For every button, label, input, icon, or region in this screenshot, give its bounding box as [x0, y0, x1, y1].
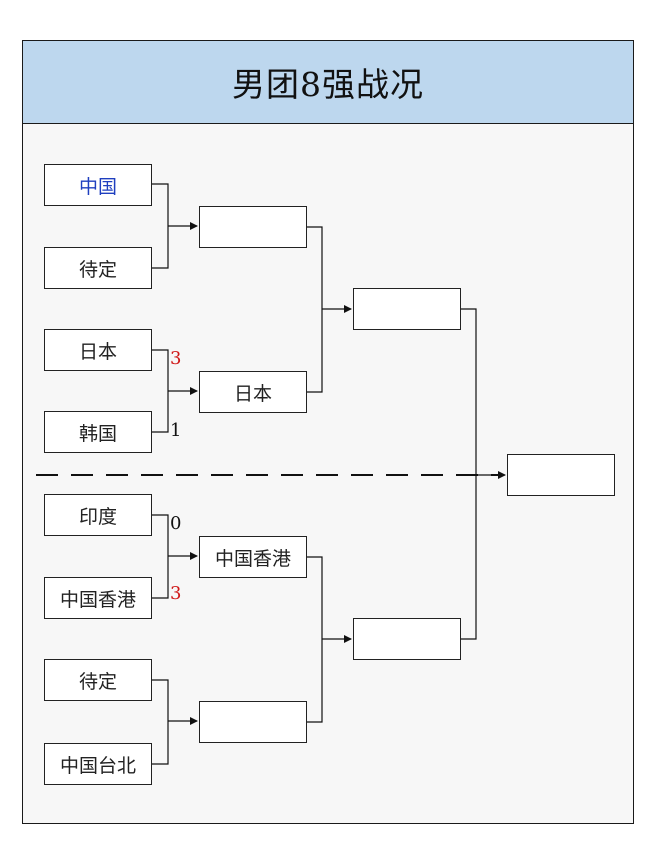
page-title: 男团8强战况	[232, 65, 424, 104]
sf-winner-box-1	[353, 288, 461, 330]
title-banner: 男团8强战况	[22, 40, 634, 124]
team-box-6: 中国香港	[44, 577, 152, 619]
sf-winner-box-2	[353, 618, 461, 660]
score-korea: 1	[170, 420, 182, 441]
score-india: 0	[170, 513, 182, 534]
team-box-4: 韩国	[44, 411, 152, 453]
team-box-5: 印度	[44, 494, 152, 536]
team-box-2: 待定	[44, 247, 152, 289]
team-box-7: 待定	[44, 659, 152, 701]
qf-winner-box-4	[199, 701, 307, 743]
connector-r1-a	[152, 183, 169, 269]
team-box-1: 中国	[44, 164, 152, 206]
qf-winner-box-3: 中国香港	[199, 536, 307, 578]
connector-r1-b	[152, 349, 169, 433]
connector-r1-d	[152, 679, 169, 765]
connector-r2-top	[306, 226, 323, 393]
connector-r2-bottom	[306, 556, 323, 723]
qf-winner-box-1	[199, 206, 307, 248]
score-hongkong: 3	[170, 583, 182, 604]
team-box-8: 中国台北	[44, 743, 152, 785]
score-japan: 3	[170, 348, 182, 369]
final-winner-box	[507, 454, 615, 496]
qf-winner-box-2: 日本	[199, 371, 307, 413]
connector-r1-c	[152, 514, 169, 599]
team-box-3: 日本	[44, 329, 152, 371]
